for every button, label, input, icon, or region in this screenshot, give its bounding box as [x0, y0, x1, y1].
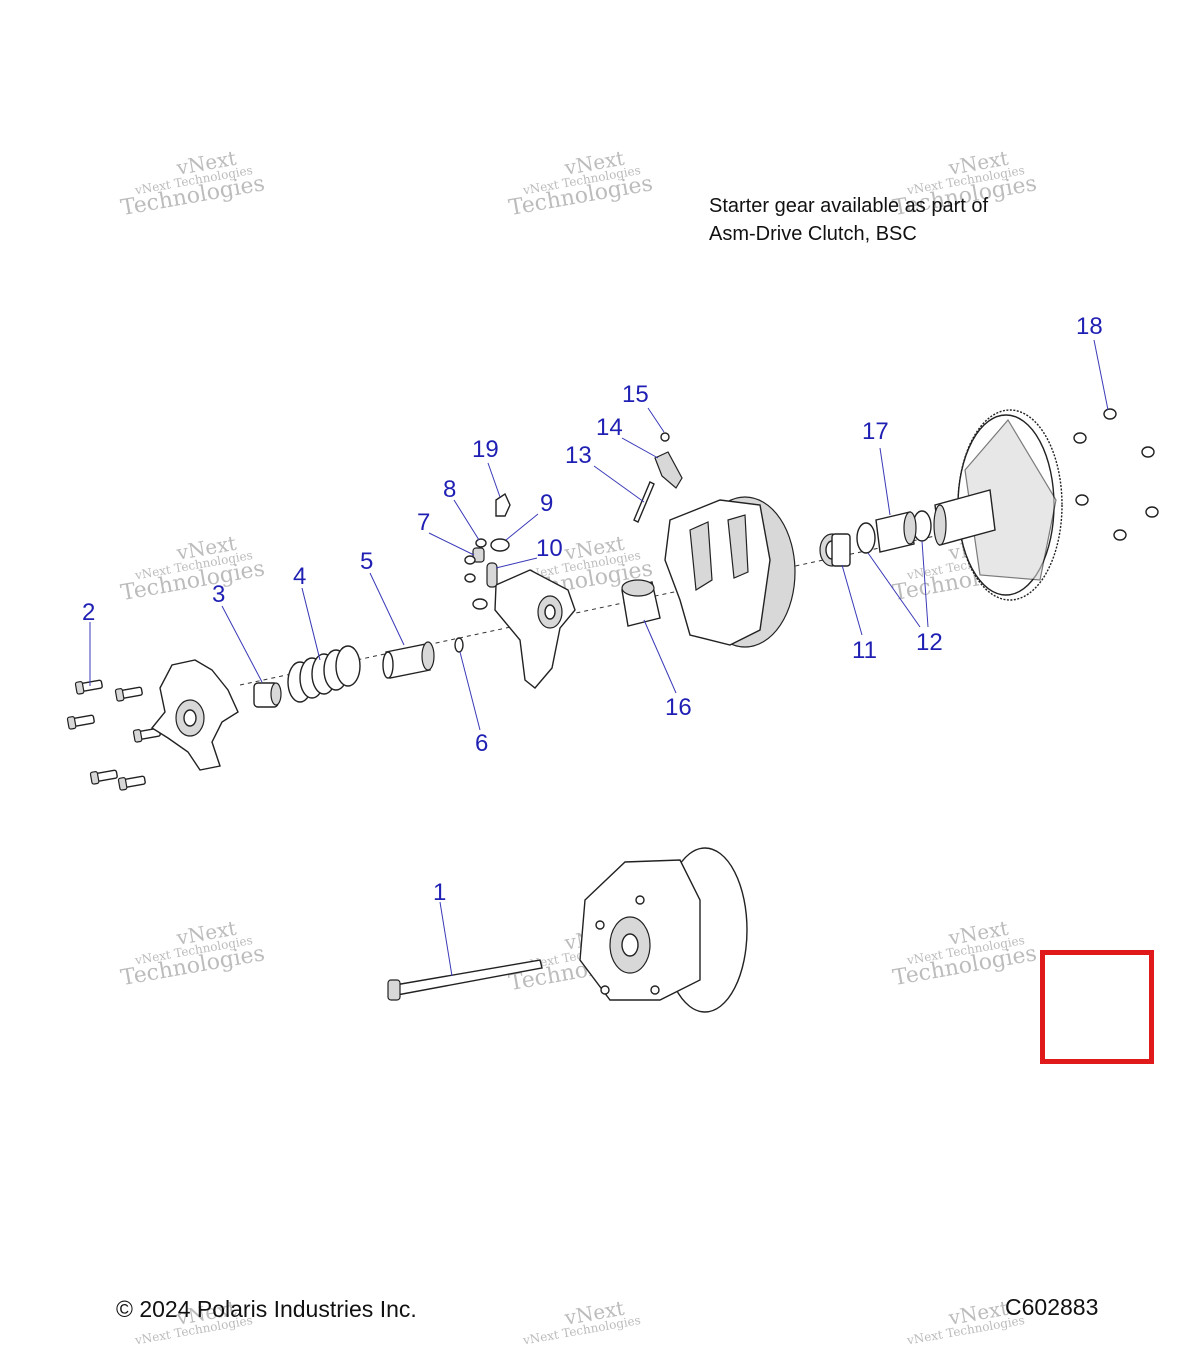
callouts: 1 2 3 4 5 6 7 8 9 10 11 12 13 14 15 16 1… — [82, 313, 1103, 906]
part-5-sleeve — [382, 641, 435, 679]
callout-12: 12 — [916, 629, 943, 656]
fixed-sheave — [933, 409, 1063, 601]
watermark: vNext vNext Technologies — [521, 1296, 642, 1348]
callout-11: 11 — [852, 637, 877, 664]
part-11-bearing — [819, 533, 851, 567]
watermark: vNext vNext Technologies Technologies — [891, 916, 1039, 991]
part-8-washer — [475, 538, 487, 548]
watermarks: vNext vNext Technologies Technologies vN… — [119, 146, 1039, 1348]
callout-9: 9 — [540, 490, 553, 517]
callout-17: 17 — [862, 418, 889, 445]
callout-10: 10 — [536, 535, 563, 562]
callout-16: 16 — [665, 694, 692, 721]
roller-parts — [464, 492, 511, 588]
part-16-bushing — [621, 579, 661, 627]
spider-plate — [150, 659, 239, 771]
callout-15: 15 — [622, 381, 649, 408]
part-14-cam-arm — [654, 451, 683, 489]
note-line-2: Asm-Drive Clutch, BSC — [709, 223, 917, 245]
part-15-nut — [660, 432, 670, 442]
callout-19: 19 — [472, 436, 499, 463]
diagram-code: C602883 — [1005, 1294, 1099, 1320]
watermark: vNext vNext Technologies Technologies — [507, 146, 655, 221]
part-19-weight — [495, 492, 511, 517]
callout-5: 5 — [360, 548, 373, 575]
callout-8: 8 — [443, 476, 456, 503]
callout-13: 13 — [565, 442, 592, 469]
highlight-box — [1040, 950, 1154, 1064]
weight-arm-parts — [633, 432, 683, 523]
part-18-rivets — [1073, 408, 1159, 541]
part-9-button — [490, 538, 510, 552]
callout-2: 2 — [82, 599, 95, 626]
part-6-o-ring — [454, 637, 464, 653]
part-12-rings — [856, 510, 932, 554]
callout-18: 18 — [1076, 313, 1103, 340]
note-line-1: Starter gear available as part of — [709, 195, 989, 217]
part-2-bolts — [66, 679, 161, 791]
moveable-sheave — [664, 496, 796, 648]
part-17-sleeve — [875, 511, 917, 553]
copyright-text: © 2024 Polaris Industries Inc. — [116, 1296, 417, 1322]
part-3-bushing — [253, 682, 282, 708]
spider-hub — [472, 569, 576, 689]
callout-14: 14 — [596, 414, 623, 441]
watermark: vNext vNext Technologies Technologies — [119, 146, 267, 221]
callout-3: 3 — [212, 581, 225, 608]
callout-7: 7 — [417, 509, 430, 536]
watermark: vNext vNext Technologies Technologies — [119, 531, 267, 606]
callout-1: 1 — [433, 879, 446, 906]
part-10-pin — [486, 562, 498, 588]
watermark: vNext vNext Technologies Technologies — [119, 916, 267, 991]
callout-4: 4 — [293, 563, 306, 590]
starter-gear-note: Starter gear available as part of Asm-Dr… — [709, 192, 988, 248]
complete-clutch-assembly — [387, 847, 748, 1013]
callout-6: 6 — [475, 730, 488, 757]
part-4-spring — [287, 645, 361, 703]
leader-lines — [89, 339, 1109, 977]
